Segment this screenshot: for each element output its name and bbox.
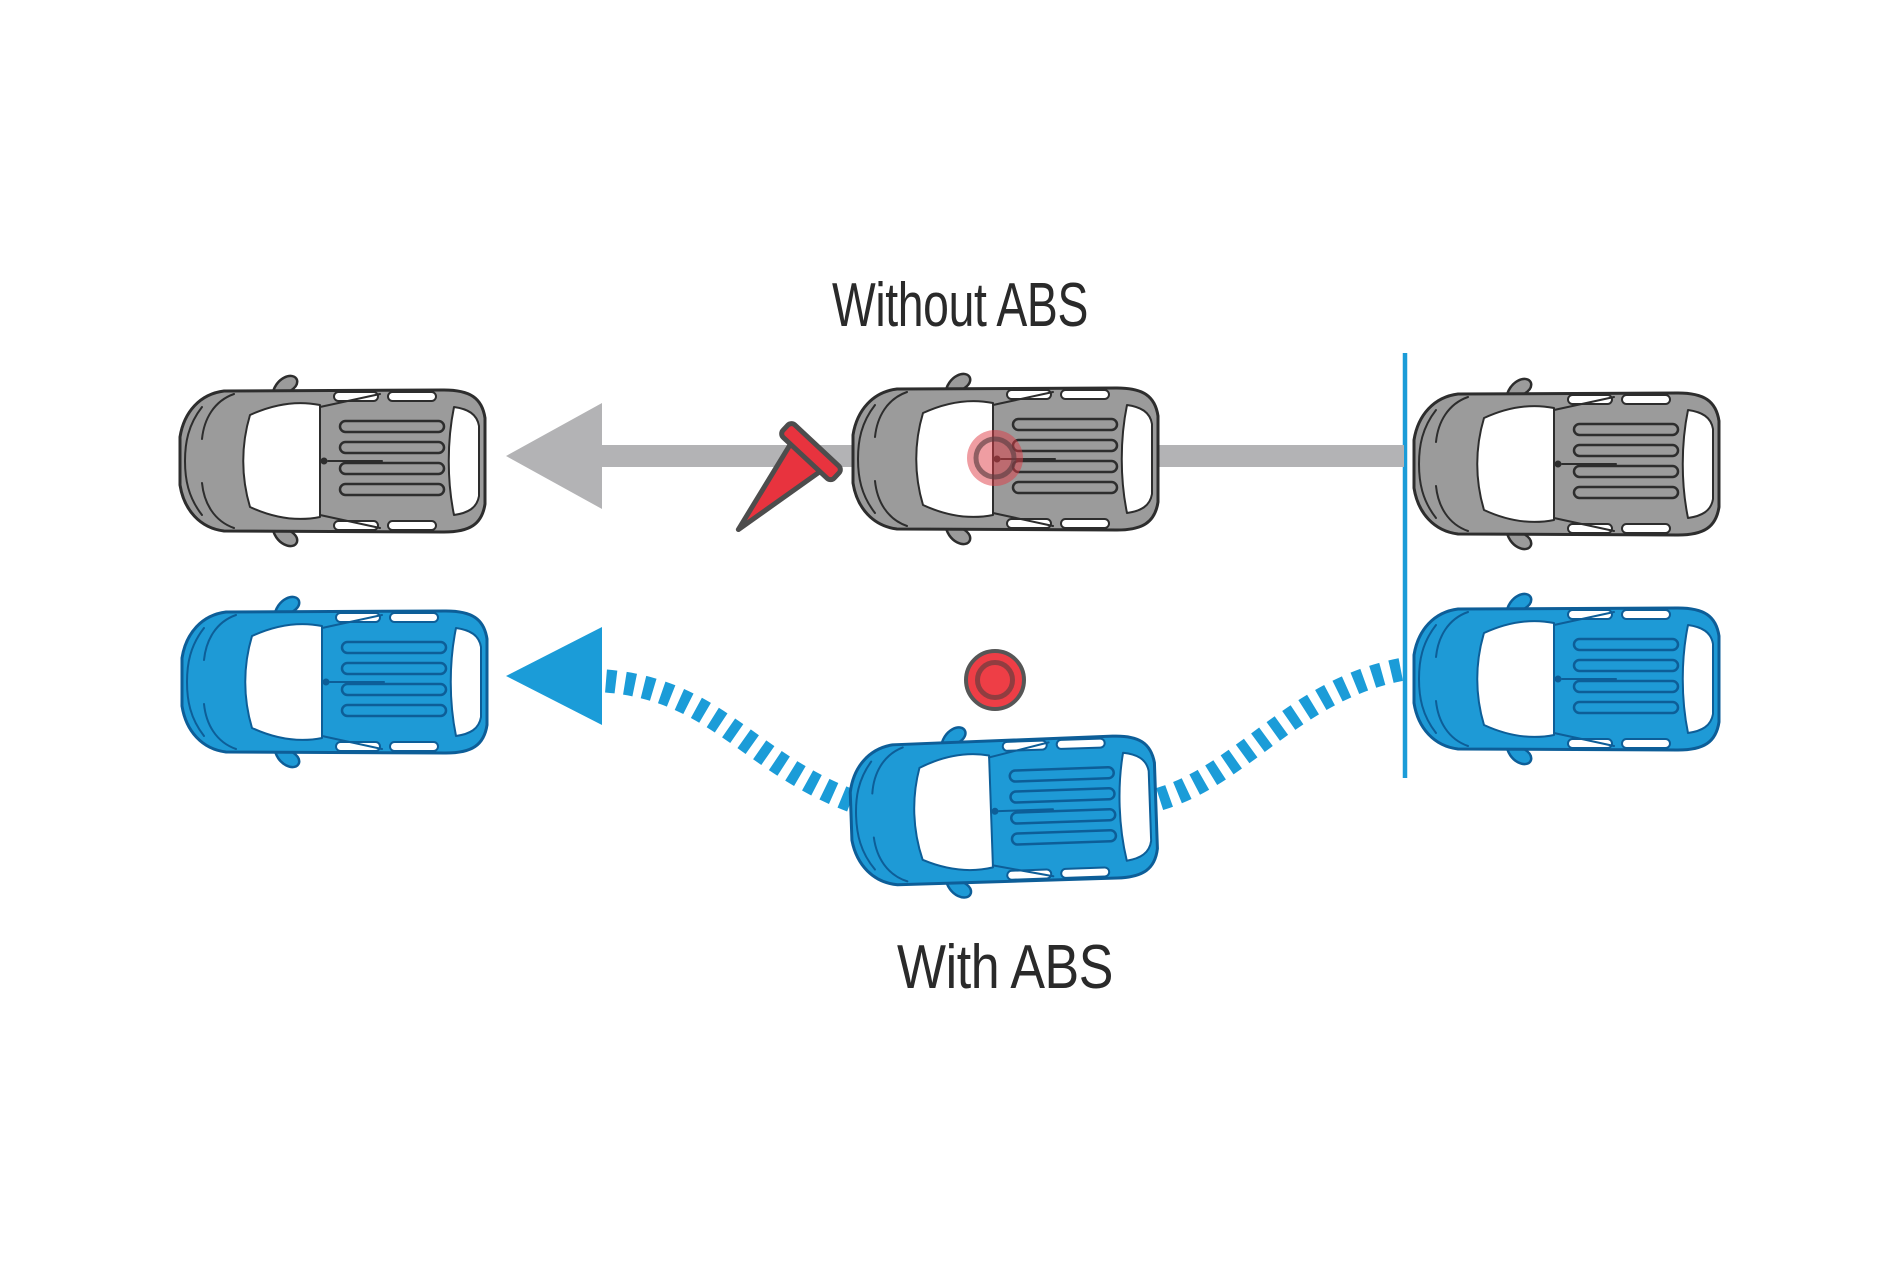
car-blue-steering-center — [848, 720, 1159, 902]
impact-marker-icon — [967, 430, 1023, 486]
with-abs-title: With ABS — [897, 933, 1113, 1002]
abs-arrowhead-blue — [506, 627, 602, 725]
car-gray-stopped-left — [180, 375, 485, 547]
without-abs-title: Without ABS — [832, 271, 1088, 340]
car-gray-crashed-right — [1414, 378, 1719, 550]
brake-point-icon — [964, 649, 1026, 711]
car-blue-start-right — [1414, 593, 1719, 765]
toppled-cone-icon — [735, 421, 843, 533]
abs-swerve-path — [604, 657, 1407, 835]
car-blue-stopped-left — [182, 596, 487, 768]
